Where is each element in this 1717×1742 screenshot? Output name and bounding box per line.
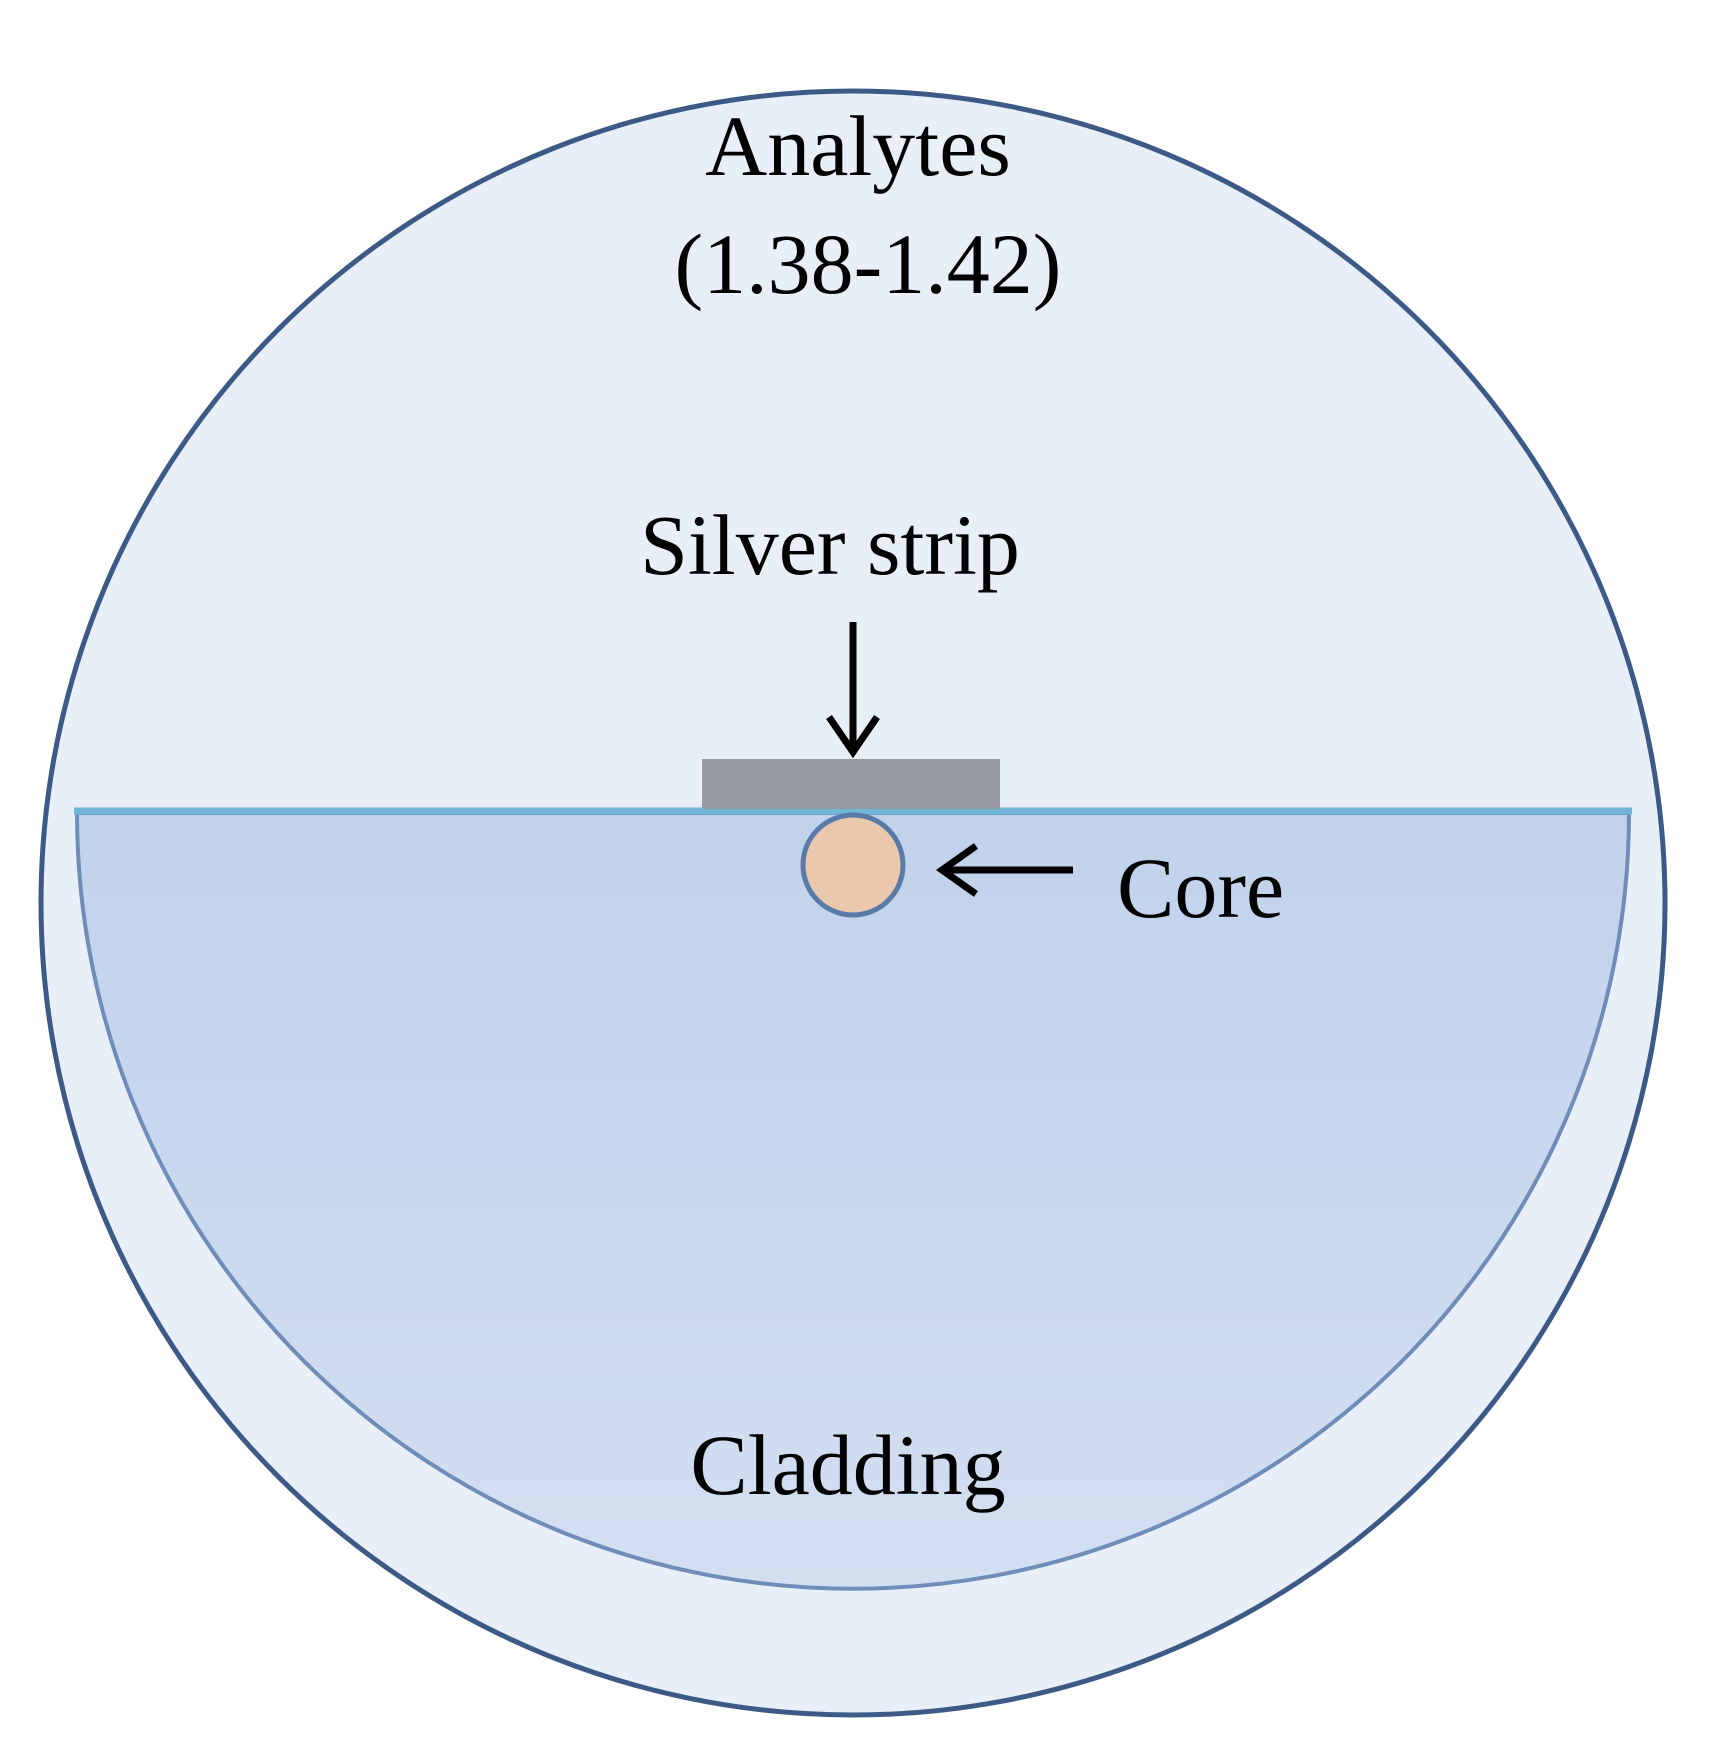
analytes-label: Analytes — [705, 98, 1011, 194]
core-label: Core — [1117, 840, 1284, 936]
core-circle — [800, 812, 906, 918]
analytes-index-range: (1.38-1.42) — [675, 216, 1062, 312]
silver-strip-arrow — [826, 622, 880, 759]
cladding-label: Cladding — [690, 1417, 1005, 1513]
core-arrow — [935, 843, 1073, 897]
silver-strip — [702, 759, 1000, 809]
cladding-region — [74, 811, 1632, 1591]
silver-strip-label: Silver strip — [640, 497, 1020, 593]
